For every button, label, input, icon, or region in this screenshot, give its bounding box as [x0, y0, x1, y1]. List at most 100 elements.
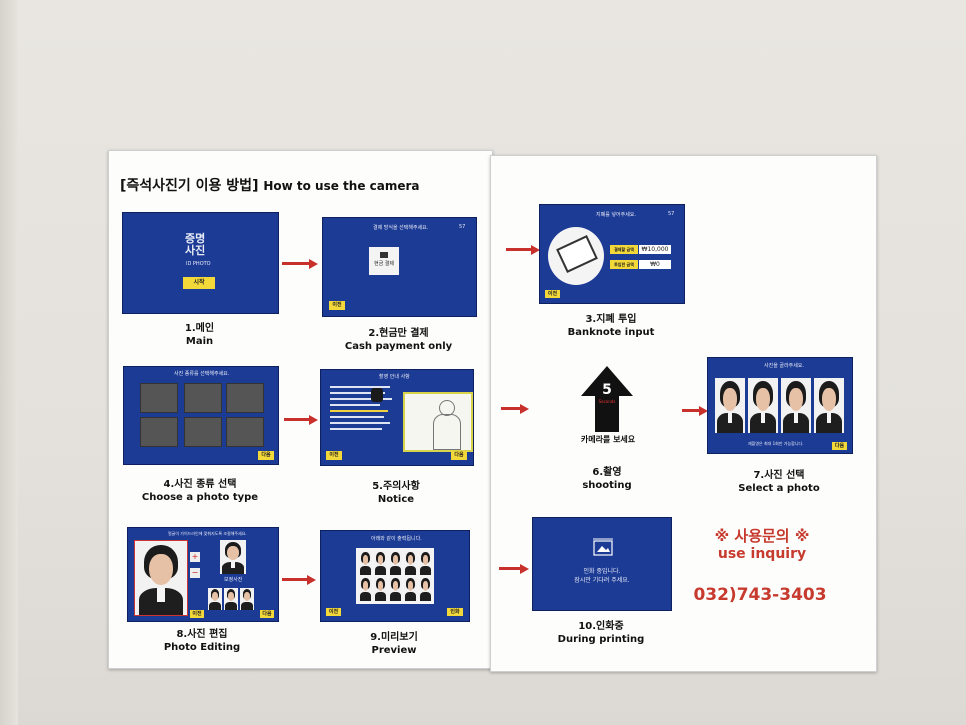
title-english: How to use the camera [263, 179, 420, 193]
photo-option [715, 378, 745, 433]
countdown-label: Seconds [598, 399, 616, 404]
zoom-in-icon: + [190, 552, 200, 562]
photo-type-next-button: 다음 [258, 451, 274, 460]
step-8-en: Photo Editing [163, 642, 241, 653]
select-header: 사진을 골라주세요. [764, 363, 804, 369]
step-4-caption: 4.사진 종류 선택 Choose a photo type [123, 478, 277, 504]
step-10-en: During printing [557, 634, 645, 645]
wall-edge [0, 0, 18, 725]
step-9-en: Preview [371, 645, 417, 656]
start-button: 시작 [183, 277, 215, 289]
inquiry-subtitle: use inquiry [717, 546, 807, 562]
banknote-header: 지폐를 넣어주세요. [596, 212, 636, 218]
preview-photo [404, 577, 417, 601]
arrow-2-3 [506, 245, 540, 255]
editing-thumb [240, 588, 254, 610]
photo-type-thumb [184, 417, 222, 447]
notice-text-list [324, 382, 402, 446]
banknote-screen: 지폐를 넣어주세요. 57 결제할 금액 ₩10,000 투입한 금액 ₩0 이… [539, 204, 685, 304]
printing-line-2: 잠시만 기다려 주세요. [574, 577, 630, 584]
photo-type-header: 사진 종류를 선택해주세요. [174, 371, 230, 377]
step-2-caption: 2.현금만 결제 Cash payment only [322, 327, 475, 353]
step-6-en: shooting [582, 480, 632, 491]
editing-screen: 얼굴이 가이드라인에 맞춰지도록 조절해주세요. + − 보정사진 이전 다음 [127, 527, 279, 622]
cash-header: 결제 방식을 선택해주세요. [373, 225, 429, 231]
arrow-6-7 [682, 406, 708, 416]
page-title: [즉석사진기 이용 방법] How to use the camera [120, 175, 420, 195]
step-1-ko: 1.메인 [184, 323, 215, 334]
printing-line-1: 인화 중입니다. [583, 568, 621, 575]
select-screen: 사진을 골라주세요. 재촬영은 최대 1회만 가능합니다. 다음 [707, 357, 853, 454]
cash-back-button: 이전 [329, 301, 345, 310]
photo-type-thumb [140, 383, 178, 413]
preview-photo [359, 577, 372, 601]
arrow-9-10 [499, 564, 529, 574]
editing-header: 얼굴이 가이드라인에 맞춰지도록 조절해주세요. [168, 531, 247, 536]
step-3-caption: 3.지폐 투입 Banknote input [539, 313, 683, 339]
step-1-caption: 1.메인 Main [122, 322, 277, 348]
up-arrow-icon [581, 366, 633, 432]
select-warning: 재촬영은 최대 1회만 가능합니다. [748, 441, 804, 446]
step-6-ko: 6.촬영 [592, 467, 622, 478]
main-screen-subtitle: ID PHOTO [186, 261, 211, 267]
editing-thumb [224, 588, 238, 610]
editing-next-button: 다음 [260, 610, 274, 618]
title-korean: [즉석사진기 이용 방법] [120, 178, 259, 194]
step-2-ko: 2.현금만 결제 [368, 328, 429, 339]
cash-option-label: 현금 결제 [374, 261, 394, 267]
zoom-out-icon: − [190, 568, 200, 578]
preview-photo [404, 551, 417, 575]
arrow-1-2 [282, 259, 318, 269]
preview-photo [389, 577, 402, 601]
notice-illustration [403, 392, 473, 452]
preview-photo [419, 577, 432, 601]
step-8-caption: 8.사진 편집 Photo Editing [127, 628, 277, 654]
step-3-ko: 3.지폐 투입 [585, 314, 637, 325]
input-value: ₩0 [639, 260, 671, 269]
step-1-en: Main [185, 336, 214, 347]
amount-value: ₩10,000 [639, 245, 671, 254]
photo-type-thumb [184, 383, 222, 413]
notice-screen: 촬영 안내 사항 이전 다음 [320, 369, 474, 466]
step-7-en: Select a photo [738, 483, 820, 494]
preview-header: 아래와 같이 출력됩니다. [371, 536, 422, 542]
notice-next-button: 다음 [451, 451, 467, 460]
banknote-back-button: 이전 [545, 290, 560, 298]
editing-thumb [208, 588, 222, 610]
arrow-4-5 [284, 415, 318, 425]
select-next-button: 다음 [832, 442, 847, 450]
camera-icon [371, 388, 383, 402]
notice-back-button: 이전 [326, 451, 342, 460]
photo-option [781, 378, 811, 433]
banknote-timer: 57 [668, 211, 675, 217]
step-9-caption: 9.미리보기 Preview [320, 631, 468, 657]
editing-face-frame [134, 540, 188, 616]
inquiry-phone: 032)743-3403 [693, 585, 827, 605]
main-screen: 증명 사진 ID PHOTO 시작 [122, 212, 279, 314]
step-4-ko: 4.사진 종류 선택 [163, 479, 237, 490]
photo-option [748, 378, 778, 433]
preview-photo [374, 577, 387, 601]
preview-back-button: 이전 [326, 608, 341, 616]
step-5-ko: 5.주의사항 [372, 481, 420, 492]
cash-timer: 57 [459, 224, 466, 230]
image-icon [593, 538, 613, 556]
preview-photo [374, 551, 387, 575]
step-10-caption: 10.인화중 During printing [532, 620, 670, 646]
step-4-en: Choose a photo type [141, 492, 259, 503]
photo-type-thumb [226, 383, 264, 413]
cash-option-card: 현금 결제 [369, 247, 399, 275]
corrected-sample [220, 540, 246, 574]
photo-option [814, 378, 844, 433]
sample-label: 보정사진 [224, 577, 243, 583]
cash-screen: 결제 방식을 선택해주세요. 57 현금 결제 이전 [322, 217, 477, 317]
photo-type-thumb [140, 417, 178, 447]
main-screen-title: 증명 사진 [185, 232, 206, 257]
step-8-ko: 8.사진 편집 [176, 629, 228, 640]
notice-header: 촬영 안내 사항 [379, 374, 410, 380]
editing-back-button: 이전 [190, 610, 204, 618]
printing-screen: 인화 중입니다. 잠시만 기다려 주세요. [532, 517, 672, 611]
arrow-5-6 [501, 404, 529, 414]
step-10-ko: 10.인화중 [578, 621, 624, 632]
arrow-8-9 [282, 575, 316, 585]
